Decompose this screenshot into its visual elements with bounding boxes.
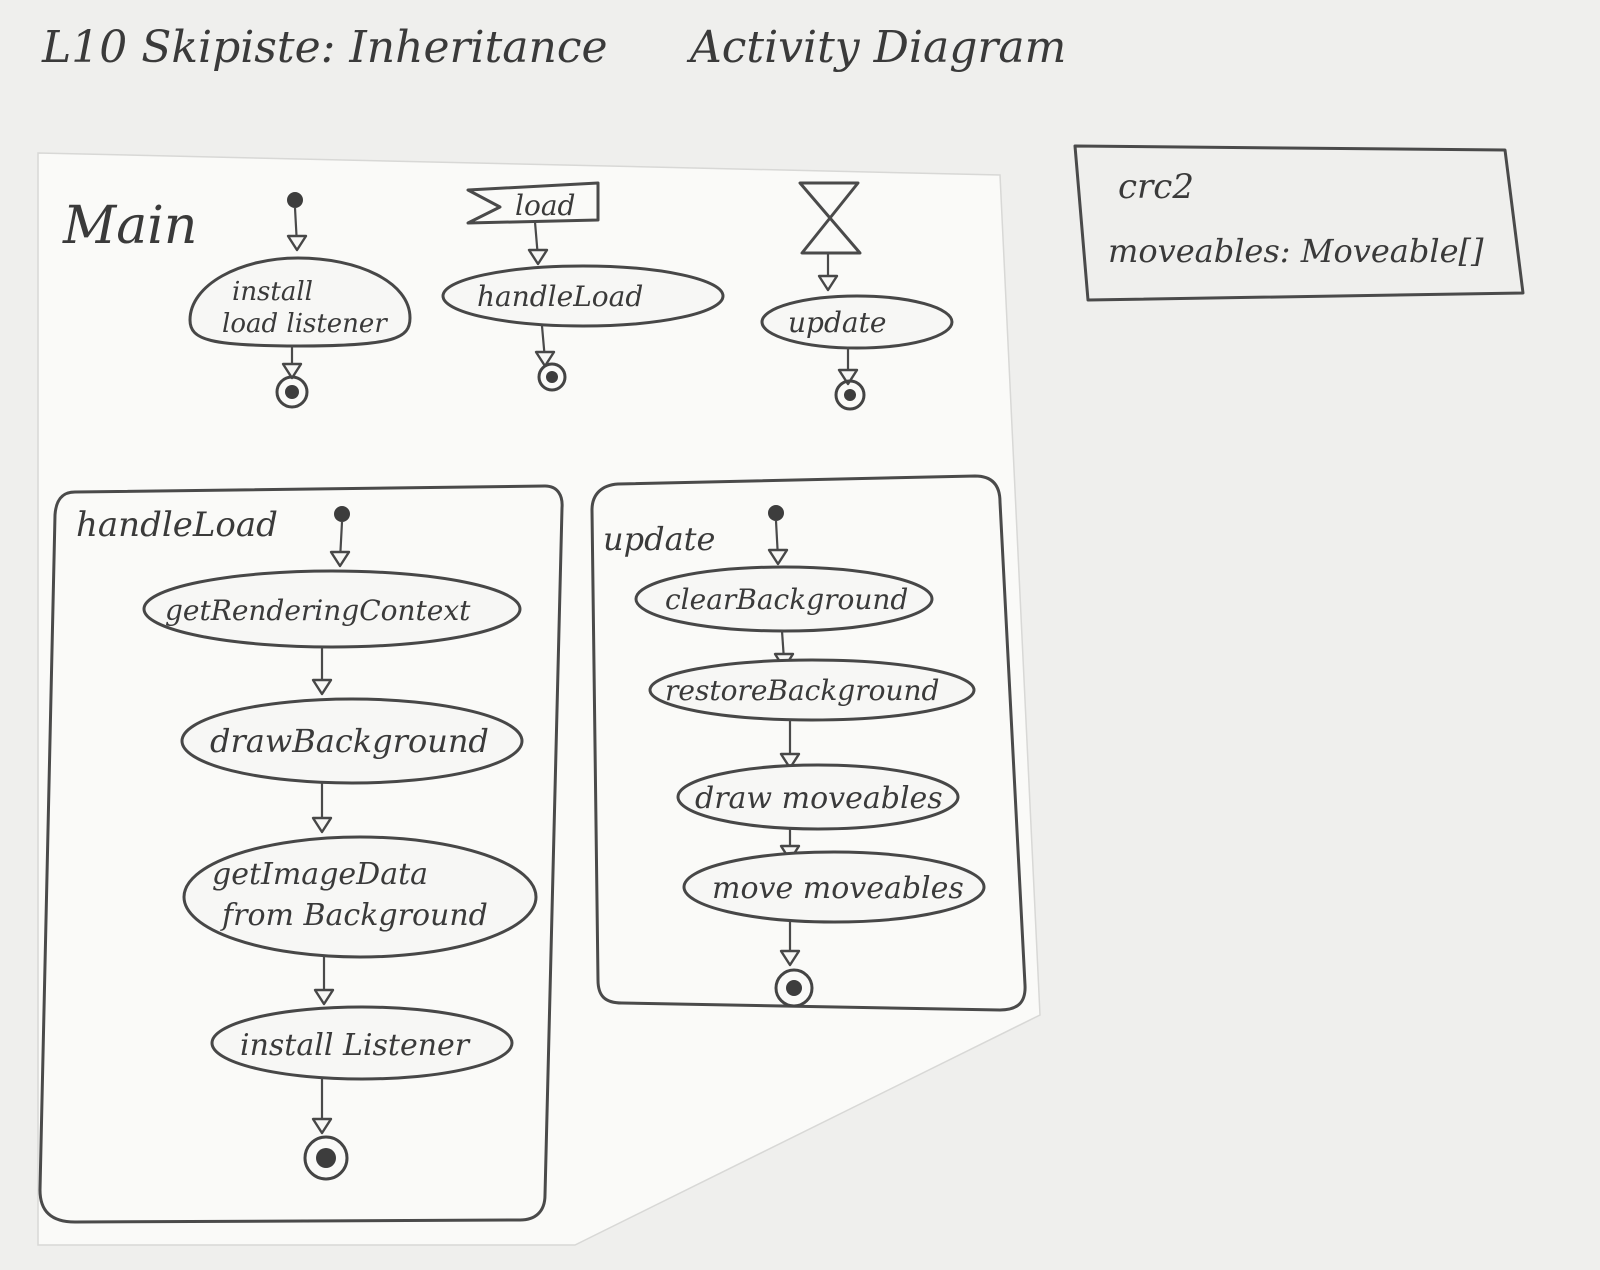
final-node-icon <box>537 362 567 392</box>
handle-load-label: handleLoad <box>76 505 278 545</box>
update-activity: update clearBackground restoreBackground… <box>590 474 1027 1012</box>
action-restore-background-label: restoreBackground <box>665 674 939 707</box>
action-install-label-1: install <box>232 277 313 307</box>
load-signal-icon <box>466 181 600 225</box>
variable-crc2: crc2 <box>1118 167 1194 207</box>
action-draw-moveables-label: draw moveables <box>695 781 943 816</box>
main-flow-install: install load listener <box>188 192 412 409</box>
initial-node-icon <box>334 506 350 522</box>
final-node-icon <box>834 379 866 411</box>
action-handle-load-label: handleLoad <box>477 280 643 313</box>
action-get-image-data <box>182 835 538 959</box>
timer-hourglass-icon <box>798 181 862 255</box>
page-title: L10 Skipiste: Inheritance <box>41 22 608 73</box>
action-draw-moveables <box>676 763 960 831</box>
action-clear-background <box>634 565 934 633</box>
action-restore-background <box>648 658 976 722</box>
action-update-label: update <box>788 306 886 339</box>
handle-load-activity: handleLoad getRenderingContext drawBackg… <box>38 484 564 1224</box>
main-label: Main <box>62 196 197 256</box>
action-handle-load <box>441 264 725 328</box>
action-clear-background-label: clearBackground <box>665 583 908 616</box>
final-node-icon <box>774 968 814 1008</box>
initial-node-icon <box>287 192 303 208</box>
action-move-moveables <box>682 850 986 924</box>
action-install-listener-label: install Listener <box>240 1028 471 1063</box>
action-update <box>760 294 954 350</box>
page-subtitle: Activity Diagram <box>686 22 1066 73</box>
load-signal-label: load <box>515 189 575 222</box>
variable-moveables: moveables: Moveable[] <box>1108 232 1484 270</box>
action-draw-background <box>180 697 524 785</box>
initial-node-icon <box>768 505 784 521</box>
final-node-icon <box>275 375 309 409</box>
action-draw-background-label: drawBackground <box>210 722 489 760</box>
action-get-image-data-label-2: from Background <box>220 898 488 933</box>
action-install-label-2: load listener <box>222 309 388 339</box>
main-flow-load: load handleLoad <box>441 181 725 392</box>
action-install-listener <box>210 1005 514 1081</box>
variables-box: crc2 moveables: Moveable[] <box>1073 144 1525 302</box>
action-get-rendering-context <box>142 569 522 649</box>
final-node-icon <box>303 1135 349 1181</box>
action-install-load-listener <box>188 256 412 348</box>
action-get-rendering-context-label: getRenderingContext <box>165 594 471 627</box>
action-move-moveables-label: move moveables <box>712 871 964 906</box>
action-get-image-data-label-1: getImageData <box>212 857 428 892</box>
main-flow-update: update <box>760 181 954 411</box>
update-label: update <box>603 520 715 558</box>
